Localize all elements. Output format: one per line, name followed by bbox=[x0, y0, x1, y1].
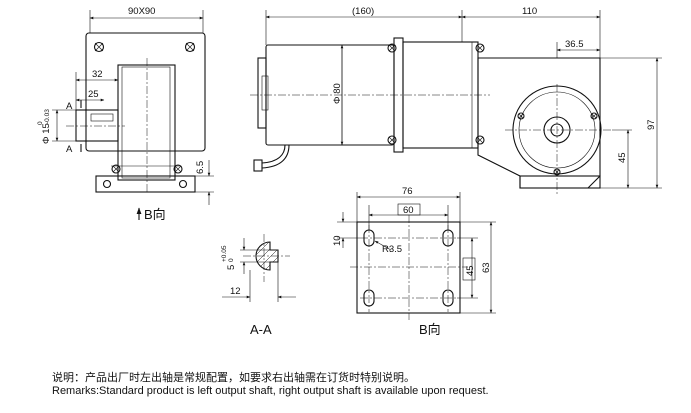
section-aa: 5 +0.05 0 12 A-A bbox=[221, 234, 296, 337]
dim-110: 110 bbox=[522, 6, 537, 17]
section-mark-top: A bbox=[66, 101, 73, 112]
dim-45-base: 45 bbox=[465, 265, 476, 276]
dim-shaft-diameter: Φ 15 bbox=[41, 123, 52, 144]
view-b-label: B向 bbox=[419, 322, 441, 337]
dim-key-width: 5 bbox=[226, 265, 237, 270]
remarks-english: Remarks:Standard product is left output … bbox=[52, 385, 489, 397]
view-b-dimensions: 76 60 10 R3.5 45 63 B向 bbox=[332, 186, 496, 337]
dim-45-side: 45 bbox=[617, 152, 628, 163]
view-b-arrow-label: B向 bbox=[144, 207, 166, 222]
side-view-dimensions: (160) 110 36.5 Φ 80 97 45 bbox=[265, 6, 662, 189]
dim-radius: R3.5 bbox=[382, 244, 402, 255]
dim-36-5: 36.5 bbox=[565, 39, 584, 50]
dim-motor-length: (160) bbox=[352, 6, 374, 17]
front-view: A A bbox=[66, 32, 206, 194]
remarks: 说明：产品出厂时左出轴是常规配置，如要求右出轴需在订货时特别说明。 Remark… bbox=[52, 372, 489, 398]
dim-32: 32 bbox=[92, 69, 103, 80]
dim-60: 60 bbox=[403, 205, 414, 216]
dim-97: 97 bbox=[646, 119, 657, 130]
dim-10: 10 bbox=[332, 235, 343, 246]
view-b bbox=[350, 215, 468, 320]
dim-shaft-tol-lower: -0.03 bbox=[44, 109, 51, 124]
dim-25: 25 bbox=[88, 89, 99, 100]
dim-key-tol-lower: 0 bbox=[228, 258, 235, 262]
dim-motor-diameter: Φ 80 bbox=[332, 83, 343, 104]
dim-key-tol-upper: +0.05 bbox=[221, 245, 228, 262]
remarks-chinese: 说明：产品出厂时左出轴是常规配置，如要求右出轴需在订货时特别说明。 bbox=[52, 372, 415, 384]
section-aa-label: A-A bbox=[250, 322, 272, 337]
view-b-indicator: B向 bbox=[136, 207, 166, 222]
dim-6-5: 6.5 bbox=[195, 161, 206, 174]
dim-63: 63 bbox=[481, 262, 492, 273]
dim-shaft-tol-upper: 0 bbox=[37, 121, 44, 125]
side-view bbox=[250, 37, 612, 196]
section-mark-bottom: A bbox=[66, 144, 73, 155]
front-view-dimensions: 90X90 32 25 Φ 15 0 -0.03 6.5 bbox=[37, 6, 214, 205]
dim-flange-size: 90X90 bbox=[128, 6, 155, 17]
mounting-screw-icons bbox=[93, 41, 196, 53]
dim-76: 76 bbox=[402, 186, 413, 197]
dim-key-depth: 12 bbox=[230, 286, 241, 297]
